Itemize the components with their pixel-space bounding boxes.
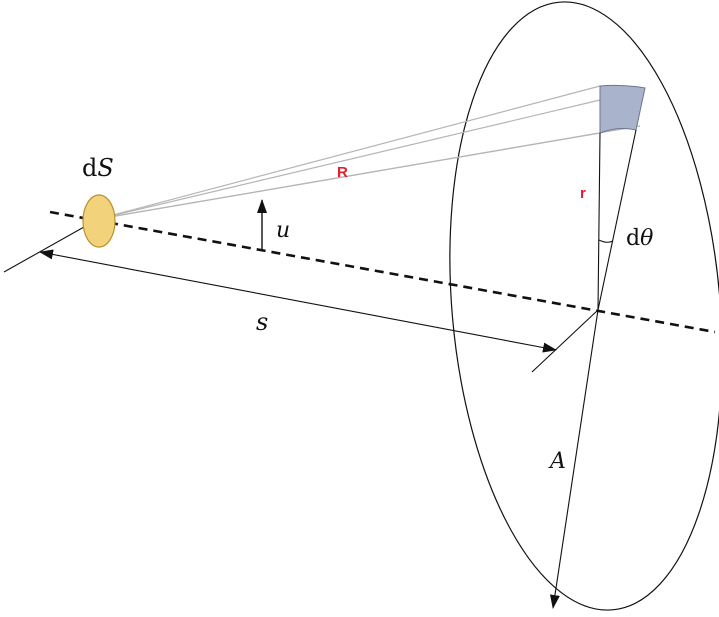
label-u: u	[276, 218, 290, 243]
rays	[97, 85, 641, 220]
source-dS	[82, 194, 116, 248]
label-s: s	[256, 308, 268, 336]
distance-s-arrow	[39, 249, 557, 353]
label-dtheta: dθ	[626, 226, 653, 251]
label-dS: dS	[82, 154, 114, 182]
label-R: R	[337, 164, 348, 181]
label-r: r	[580, 185, 586, 202]
radius-line-left	[597, 132, 601, 311]
aperture-ellipse	[449, 1, 719, 611]
ray-top	[97, 85, 601, 220]
radius-line-right	[597, 129, 637, 311]
label-A: A	[548, 449, 566, 474]
radius-A-arrow	[549, 309, 599, 609]
radial-lines	[597, 129, 637, 311]
ray-middle	[97, 99, 601, 220]
ray-bottom	[97, 132, 601, 220]
dtheta-arc	[598, 239, 614, 243]
center-perpendicular-line	[531, 309, 599, 373]
